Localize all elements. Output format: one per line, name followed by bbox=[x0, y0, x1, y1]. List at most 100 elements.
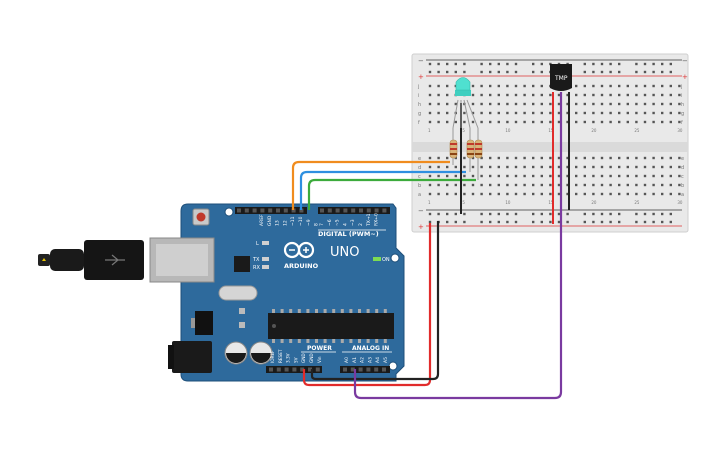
breadboard-hole[interactable] bbox=[557, 192, 561, 196]
breadboard-hole[interactable] bbox=[506, 84, 509, 88]
breadboard-hole[interactable] bbox=[514, 93, 518, 97]
rail-hole[interactable] bbox=[437, 62, 440, 66]
breadboard-hole[interactable] bbox=[480, 93, 483, 97]
rail-hole[interactable] bbox=[480, 212, 483, 216]
breadboard-hole[interactable] bbox=[652, 156, 655, 160]
rail-hole[interactable] bbox=[489, 70, 492, 74]
breadboard-hole[interactable] bbox=[583, 165, 586, 169]
rail-hole[interactable] bbox=[532, 212, 535, 216]
rail-hole[interactable] bbox=[454, 220, 457, 224]
breadboard-hole[interactable] bbox=[575, 192, 578, 196]
rail-hole[interactable] bbox=[549, 212, 552, 216]
breadboard-hole[interactable] bbox=[540, 102, 543, 106]
rgb-led[interactable] bbox=[452, 77, 479, 129]
breadboard-hole[interactable] bbox=[523, 102, 526, 106]
digital-pin[interactable] bbox=[382, 208, 387, 213]
breadboard-hole[interactable] bbox=[549, 192, 552, 196]
breadboard-hole[interactable] bbox=[428, 93, 432, 97]
digital-pin[interactable] bbox=[351, 208, 356, 213]
breadboard-hole[interactable] bbox=[489, 84, 492, 88]
breadboard-hole[interactable] bbox=[643, 111, 647, 115]
power-pin[interactable] bbox=[308, 367, 312, 372]
breadboard-hole[interactable] bbox=[480, 102, 483, 106]
rail-hole[interactable] bbox=[661, 212, 664, 216]
breadboard-hole[interactable] bbox=[471, 84, 475, 88]
breadboard-hole[interactable] bbox=[497, 174, 500, 178]
rail-hole[interactable] bbox=[532, 220, 535, 224]
rail-hole[interactable] bbox=[514, 70, 518, 74]
breadboard-hole[interactable] bbox=[514, 156, 518, 160]
power-pin[interactable] bbox=[269, 367, 273, 372]
rail-hole[interactable] bbox=[592, 62, 595, 66]
breadboard-hole[interactable] bbox=[643, 93, 647, 97]
breadboard-hole[interactable] bbox=[609, 111, 612, 115]
breadboard-hole[interactable] bbox=[583, 174, 586, 178]
breadboard-hole[interactable] bbox=[643, 174, 647, 178]
rail-hole[interactable] bbox=[454, 70, 457, 74]
breadboard-hole[interactable] bbox=[661, 102, 664, 106]
breadboard-hole[interactable] bbox=[549, 183, 552, 187]
breadboard-hole[interactable] bbox=[661, 174, 664, 178]
rail-hole[interactable] bbox=[652, 212, 655, 216]
rail-hole[interactable] bbox=[454, 212, 457, 216]
breadboard-hole[interactable] bbox=[437, 93, 440, 97]
rail-hole[interactable] bbox=[600, 212, 604, 216]
breadboard-hole[interactable] bbox=[532, 120, 535, 124]
breadboard-hole[interactable] bbox=[575, 156, 578, 160]
rail-hole[interactable] bbox=[661, 220, 664, 224]
breadboard-hole[interactable] bbox=[652, 120, 655, 124]
rail-hole[interactable] bbox=[540, 70, 543, 74]
breadboard-hole[interactable] bbox=[592, 192, 595, 196]
breadboard-hole[interactable] bbox=[471, 165, 475, 169]
breadboard-hole[interactable] bbox=[557, 102, 561, 106]
breadboard-hole[interactable] bbox=[575, 93, 578, 97]
breadboard-hole[interactable] bbox=[669, 111, 672, 115]
breadboard-hole[interactable] bbox=[454, 120, 457, 124]
breadboard-hole[interactable] bbox=[652, 93, 655, 97]
breadboard-hole[interactable] bbox=[600, 156, 604, 160]
breadboard-hole[interactable] bbox=[635, 102, 638, 106]
breadboard-hole[interactable] bbox=[583, 93, 586, 97]
breadboard-hole[interactable] bbox=[514, 165, 518, 169]
rail-hole[interactable] bbox=[669, 212, 672, 216]
power-pin[interactable] bbox=[284, 367, 289, 372]
breadboard-hole[interactable] bbox=[454, 174, 457, 178]
breadboard-hole[interactable] bbox=[618, 84, 621, 88]
breadboard-hole[interactable] bbox=[583, 111, 586, 115]
reset-button-cap[interactable] bbox=[196, 212, 206, 222]
breadboard-hole[interactable] bbox=[669, 84, 672, 88]
breadboard-hole[interactable] bbox=[489, 183, 492, 187]
rail-hole[interactable] bbox=[454, 62, 457, 66]
rail-hole[interactable] bbox=[618, 212, 621, 216]
analog-pin[interactable] bbox=[358, 367, 363, 372]
wire-orange[interactable] bbox=[291, 160, 450, 210]
breadboard-hole[interactable] bbox=[575, 120, 578, 124]
breadboard-hole[interactable] bbox=[514, 192, 518, 196]
breadboard-hole[interactable] bbox=[549, 93, 552, 97]
breadboard-hole[interactable] bbox=[446, 111, 449, 115]
breadboard-hole[interactable] bbox=[575, 183, 578, 187]
breadboard-hole[interactable] bbox=[514, 111, 518, 115]
rail-hole[interactable] bbox=[643, 70, 647, 74]
breadboard-hole[interactable] bbox=[566, 174, 569, 178]
breadboard-hole[interactable] bbox=[489, 93, 492, 97]
breadboard-hole[interactable] bbox=[583, 192, 586, 196]
digital-pin[interactable] bbox=[320, 208, 324, 213]
breadboard-hole[interactable] bbox=[600, 183, 604, 187]
breadboard-hole[interactable] bbox=[428, 84, 432, 88]
rail-hole[interactable] bbox=[489, 212, 492, 216]
breadboard-hole[interactable] bbox=[523, 156, 526, 160]
power-pin[interactable] bbox=[300, 367, 305, 372]
rail-hole[interactable] bbox=[497, 212, 500, 216]
breadboard-hole[interactable] bbox=[618, 165, 621, 169]
breadboard-hole[interactable] bbox=[678, 111, 681, 115]
rail-hole[interactable] bbox=[592, 70, 595, 74]
breadboard-hole[interactable] bbox=[489, 111, 492, 115]
rail-hole[interactable] bbox=[437, 212, 440, 216]
breadboard-hole[interactable] bbox=[514, 174, 518, 178]
breadboard-hole[interactable] bbox=[428, 111, 432, 115]
breadboard-hole[interactable] bbox=[661, 183, 664, 187]
breadboard-hole[interactable] bbox=[566, 192, 569, 196]
breadboard-hole[interactable] bbox=[471, 156, 475, 160]
breadboard-hole[interactable] bbox=[609, 183, 612, 187]
